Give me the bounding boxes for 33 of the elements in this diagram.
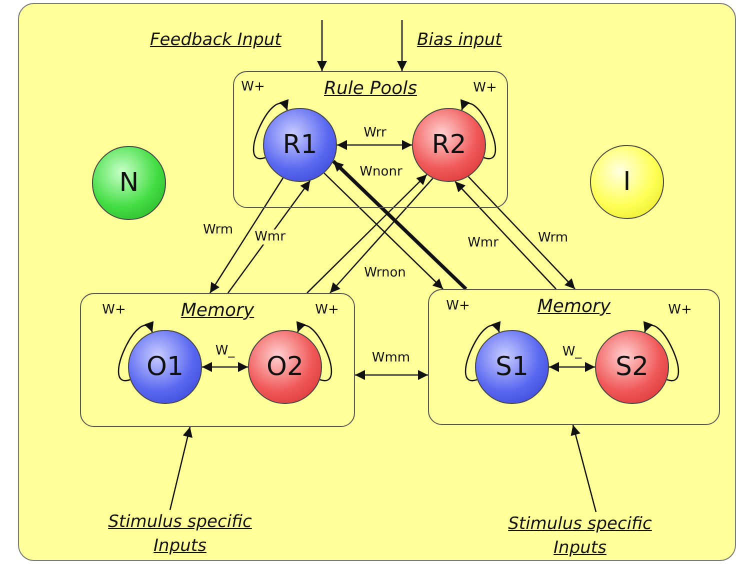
arrow bbox=[209, 178, 284, 294]
arrow bbox=[332, 160, 468, 290]
arrow bbox=[570, 424, 597, 512]
loop-arrow bbox=[644, 321, 680, 382]
group-title: Rule Pools bbox=[324, 78, 417, 99]
arrow bbox=[468, 176, 576, 290]
input-label: Stimulus specific Inputs bbox=[95, 510, 265, 558]
arrow bbox=[317, 20, 327, 71]
double-arrow bbox=[202, 362, 248, 372]
group-title: Memory bbox=[180, 300, 254, 321]
loop-arrow bbox=[464, 321, 500, 382]
arrow bbox=[169, 426, 193, 510]
loop-arrow bbox=[252, 99, 288, 160]
loop-arrow bbox=[461, 99, 496, 160]
group-box bbox=[428, 289, 720, 425]
loop-arrow bbox=[118, 321, 153, 382]
input-label: Stimulus specific Inputs bbox=[495, 512, 665, 560]
input-label: Feedback Input bbox=[150, 30, 282, 50]
group-title: Memory bbox=[537, 296, 611, 317]
arrow bbox=[454, 181, 556, 290]
edge-label: W_ bbox=[560, 344, 584, 360]
double-arrow bbox=[549, 362, 595, 372]
loop-arrow bbox=[297, 321, 332, 382]
arrow bbox=[324, 172, 444, 290]
edge-label: W_ bbox=[213, 344, 237, 358]
double-arrow bbox=[337, 140, 412, 150]
double-arrow bbox=[355, 370, 428, 380]
group-box bbox=[80, 293, 355, 427]
arrow bbox=[330, 178, 434, 294]
arrow bbox=[306, 174, 428, 294]
input-label: Bias input bbox=[417, 30, 502, 50]
arrow bbox=[397, 20, 407, 71]
edge-label: Wmr bbox=[252, 230, 288, 244]
